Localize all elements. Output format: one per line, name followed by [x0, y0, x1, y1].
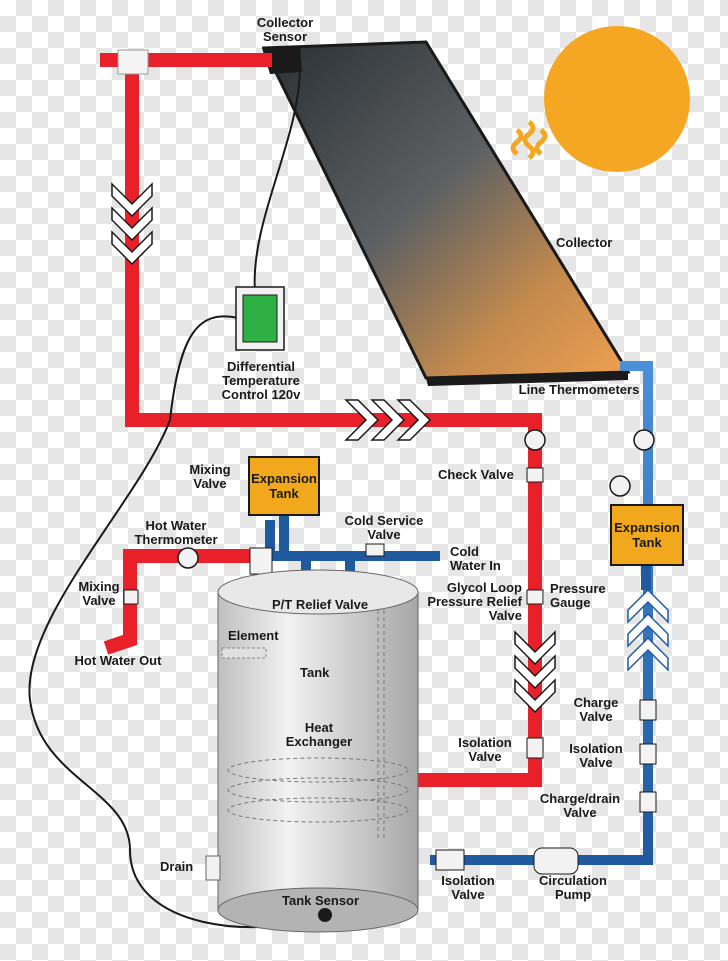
label-mixing-valve-top: Mixing Valve [189, 462, 231, 491]
heating-element [221, 647, 267, 659]
label-tank-sensor: Tank Sensor [282, 893, 360, 908]
label-cold-water-in: Cold Water In [450, 544, 501, 573]
expansion-tank-right: Expansion Tank [610, 504, 684, 566]
label-line-thermometers: Line Thermometers [518, 382, 640, 397]
heat-exchanger-coil [227, 610, 409, 838]
pipe-tee-icon [117, 49, 149, 75]
solar-collector [261, 40, 631, 386]
label-isolation-valve-bottom: Isolation Valve [441, 873, 495, 902]
label-differential-control: Differential Temperature Control 120v [221, 359, 301, 402]
label-cold-service-valve: Cold Service Valve [344, 513, 424, 542]
expansion-tank-left: Expansion Tank [248, 456, 320, 516]
label-collector: Collector [556, 235, 613, 250]
sun-icon [510, 26, 690, 172]
label-mixing-valve-left: Mixing Valve [78, 579, 120, 608]
label-check-valve: Check Valve [438, 467, 514, 482]
differential-control-unit [235, 286, 285, 351]
label-pressure-gauge: Pressure Gauge [550, 581, 606, 610]
thermometer-icon [177, 429, 655, 569]
sensor-wires [28, 65, 326, 929]
label-heat-exchanger: Heat Exchanger [285, 720, 353, 749]
label-isolation-valve-right: Isolation Valve [569, 741, 623, 770]
label-charge-drain-valve: Charge/drain Valve [539, 791, 621, 820]
label-circulation-pump: Circulation Pump [539, 873, 607, 902]
heat-waves-icon [510, 120, 548, 160]
drain-valve [205, 855, 221, 881]
label-hot-water-thermometer: Hot Water Thermometer [134, 518, 218, 547]
pump-icon [533, 847, 579, 875]
label-element: Element [228, 628, 279, 643]
label-drain: Drain [160, 859, 194, 874]
label-isolation-valve-mid: Isolation Valve [458, 735, 512, 764]
label-pt-relief: P/T Relief Valve [272, 597, 369, 612]
label-tank: Tank [300, 665, 330, 680]
label-charge-valve: Charge Valve [573, 695, 619, 724]
water-tank [205, 569, 419, 933]
flow-arrow-icon [111, 182, 556, 714]
label-glycol-relief: Glycol Loop Pressure Relief Valve [427, 580, 522, 623]
label-collector-sensor: Collector Sensor [256, 15, 314, 44]
tank-sensor-icon [318, 908, 332, 922]
label-hot-water-out: Hot Water Out [74, 653, 162, 668]
